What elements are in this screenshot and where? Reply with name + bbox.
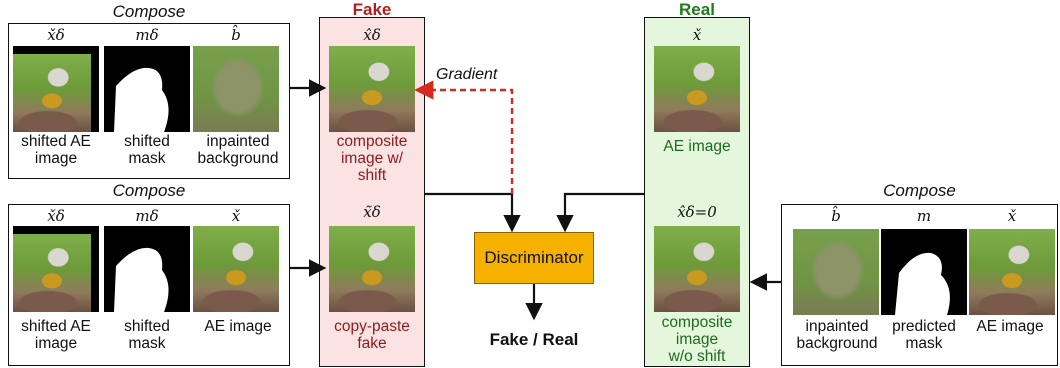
arrow-fake-to-discriminator (425, 192, 521, 233)
compose-bottom-symbol-2: mδ (135, 207, 159, 225)
compose-right-symbol-3: x̌ (1007, 207, 1017, 225)
compose-bottom-label-3: AE image (204, 318, 272, 335)
compose-bottom-title: Compose (112, 181, 186, 200)
compose-top-symbol-3: b̂ (231, 26, 241, 44)
copy-paste-fake-thumbnail (329, 226, 415, 312)
compose-right-label-3: AE image (976, 318, 1044, 335)
shifted-mask-thumbnail-2 (104, 226, 190, 312)
compose-top-title: Compose (112, 2, 186, 21)
compose-top-label-1: shifted AE image (21, 133, 91, 167)
inpainted-background-thumbnail (193, 46, 279, 132)
real-top-label: AE image (663, 138, 731, 155)
compose-top-symbol-2: mδ (135, 26, 159, 44)
compose-top-symbol-1: x̌δ (47, 26, 65, 44)
compose-right-symbol-2: m (916, 207, 932, 225)
output-label: Fake / Real (489, 330, 579, 349)
gradient-arrow (414, 80, 514, 194)
right-inpainted-background-thumbnail (793, 229, 879, 315)
shifted-mask-thumbnail (104, 46, 190, 132)
real-bottom-label: composite image w/o shift (661, 314, 733, 365)
right-ae-image-thumbnail (969, 229, 1055, 315)
compose-bottom-label-1: shifted AE image (21, 318, 91, 352)
compose-bottom-label-2: shifted mask (124, 318, 170, 352)
discriminator-box: Discriminator (474, 232, 594, 284)
fake-title: Fake (352, 0, 392, 19)
shifted-ae-image-thumbnail (13, 46, 99, 132)
gradient-label: Gradient (436, 66, 498, 83)
compose-right-symbol-1: b̂ (831, 207, 841, 225)
compose-top-label-3: inpainted background (197, 133, 279, 167)
compose-right-label-2: predicted mask (892, 318, 956, 352)
real-bottom-symbol: x̂δ=0 (677, 203, 717, 221)
compose-bottom-symbol-3: x̌ (231, 207, 241, 225)
fake-bottom-label: copy-paste fake (334, 318, 410, 352)
real-top-symbol: x̌ (692, 26, 702, 44)
compose-right-label-1: inpainted background (796, 318, 878, 352)
predicted-mask-thumbnail (881, 229, 967, 315)
real-ae-image-thumbnail (654, 46, 740, 132)
real-title: Real (679, 0, 715, 19)
fake-top-symbol: x̂δ (363, 26, 381, 44)
composite-image-thumbnail (329, 46, 415, 132)
compose-top-label-2: shifted mask (124, 133, 170, 167)
compose-bottom-symbol-1: x̌δ (47, 207, 65, 225)
fake-top-label: composite image w/ shift (336, 133, 408, 184)
compose-right-title: Compose (883, 181, 956, 200)
fake-bottom-symbol: x̃δ (363, 203, 381, 221)
arrow-real-to-discriminator (556, 192, 644, 233)
composite-without-shift-thumbnail (654, 226, 740, 312)
shifted-ae-image-thumbnail-2 (13, 226, 99, 312)
ae-image-thumbnail (193, 226, 279, 312)
